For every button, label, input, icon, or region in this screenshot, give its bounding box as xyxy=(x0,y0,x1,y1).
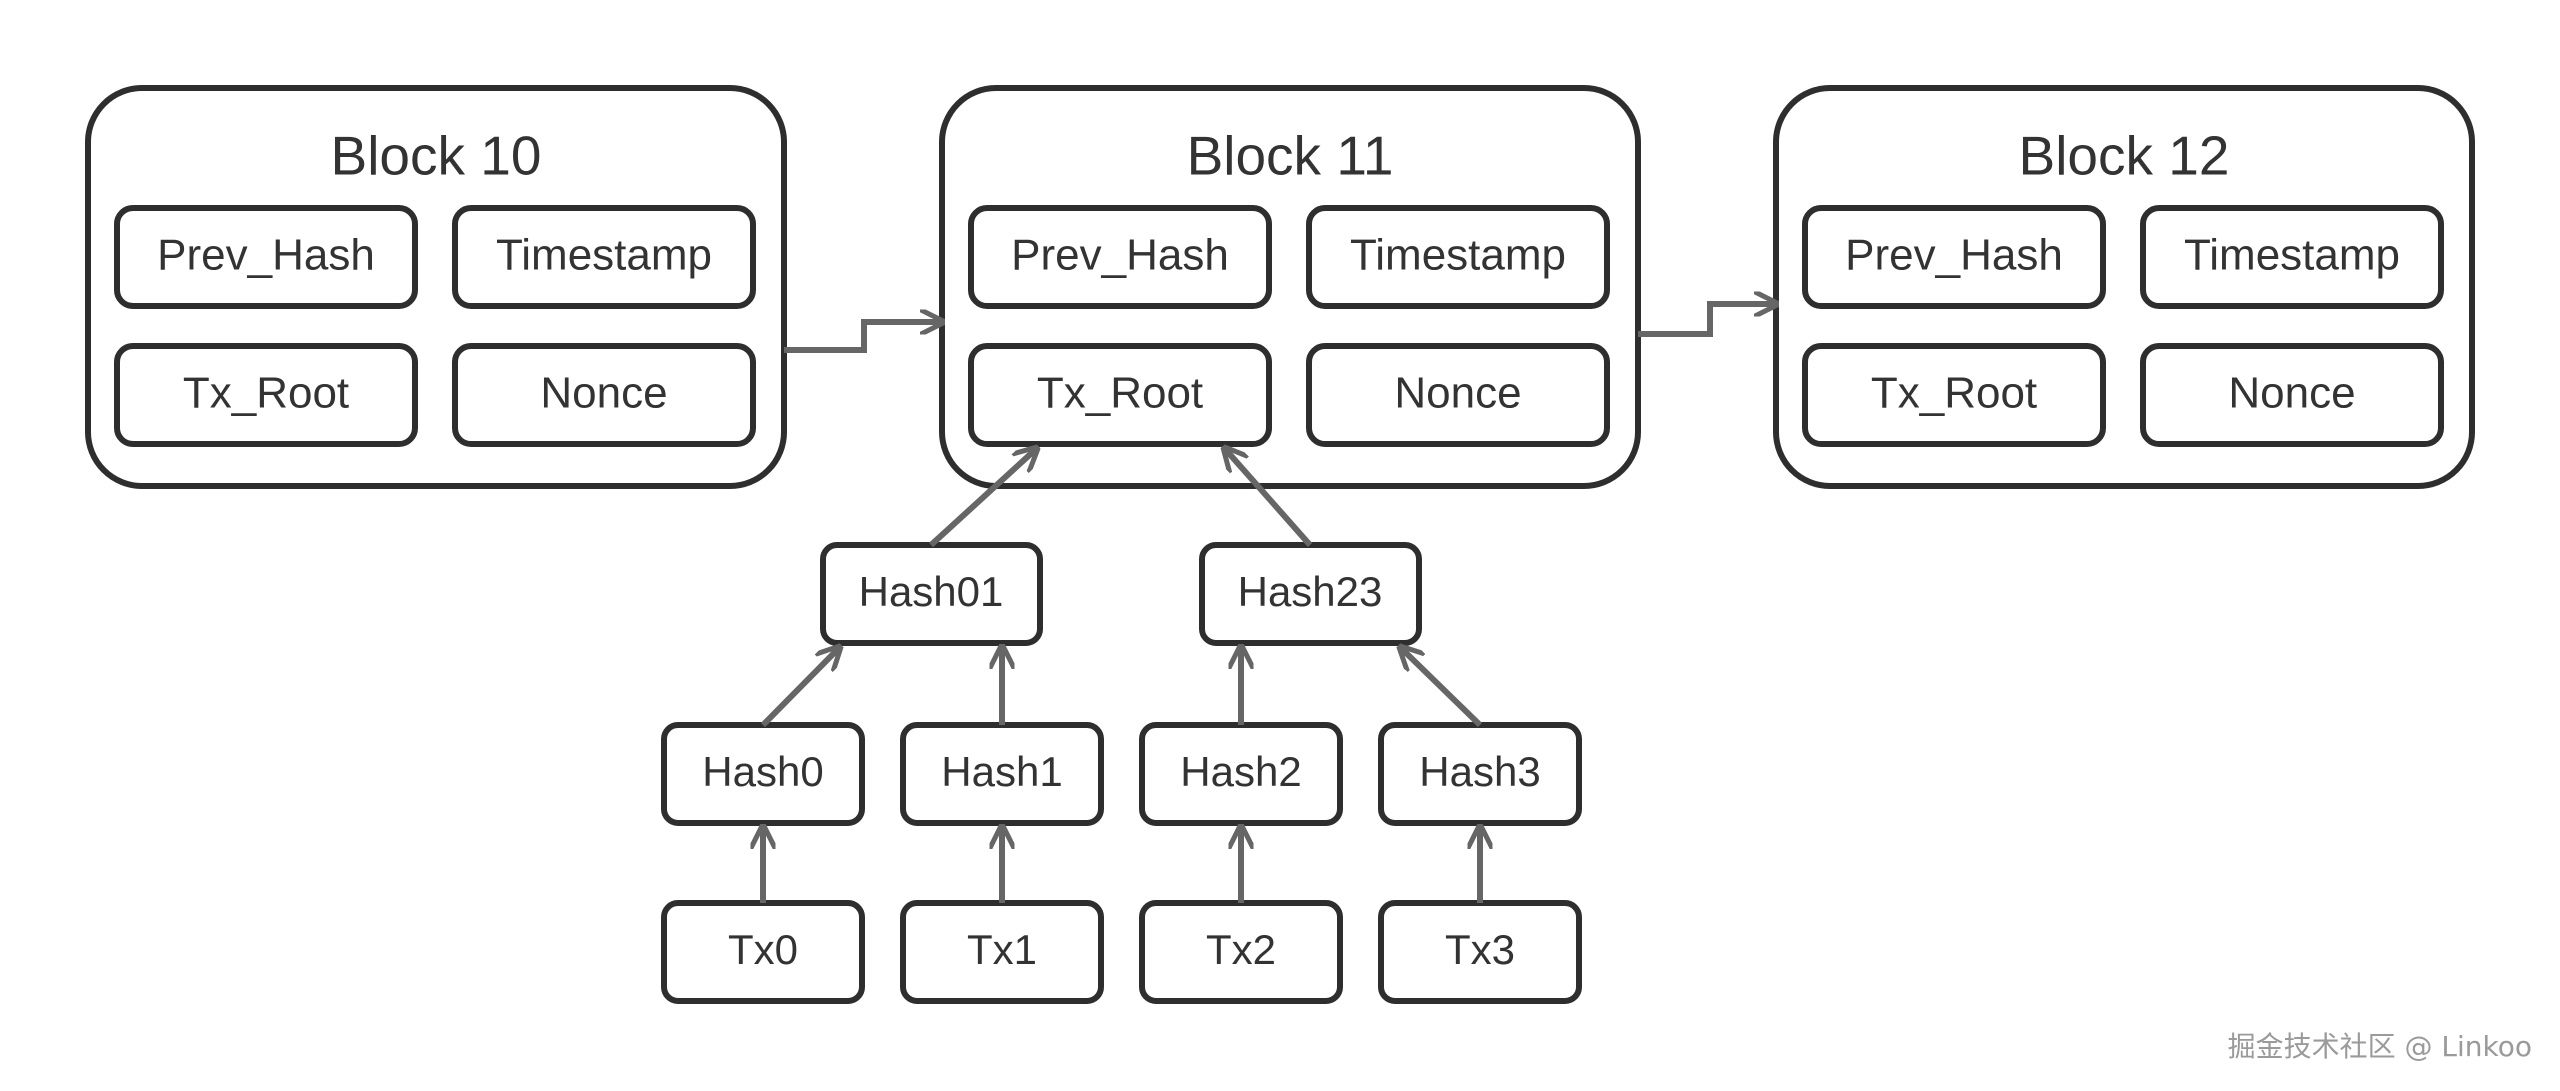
field-prev-hash: Prev_Hash xyxy=(968,205,1272,309)
field-tx-root-label: Tx_Root xyxy=(1037,369,1203,418)
block-12: Block 12 Prev_Hash Timestamp Tx_Root Non… xyxy=(1773,85,2475,489)
merkle-leaf-tx0: Tx0 xyxy=(661,900,865,1004)
watermark-text: 掘金技术社区 @ Linkoo xyxy=(2228,1030,2532,1063)
merkle-node-label: Hash2 xyxy=(1180,748,1301,795)
chain-arrow-block11-to-block12 xyxy=(1638,304,1774,337)
block-10: Block 10 Prev_Hash Timestamp Tx_Root Non… xyxy=(85,85,787,489)
field-nonce: Nonce xyxy=(1306,343,1610,447)
field-nonce-label: Nonce xyxy=(540,369,667,418)
merkle-node-hash0: Hash0 xyxy=(661,722,865,826)
field-prev-hash-label: Prev_Hash xyxy=(1011,231,1229,280)
field-timestamp-label: Timestamp xyxy=(496,231,712,280)
merkle-node-label: Hash23 xyxy=(1238,568,1383,615)
merkle-leaf-label: Tx2 xyxy=(1206,926,1276,973)
merkle-leaf-tx2: Tx2 xyxy=(1139,900,1343,1004)
field-tx-root-label: Tx_Root xyxy=(183,369,349,418)
merkle-node-label: Hash1 xyxy=(941,748,1062,795)
merkle-node-hash3: Hash3 xyxy=(1378,722,1582,826)
field-timestamp: Timestamp xyxy=(2140,205,2444,309)
merkle-node-label: Hash0 xyxy=(702,748,823,795)
arrow-hash23-to-tx-root xyxy=(1226,450,1313,547)
field-tx-root: Tx_Root xyxy=(114,343,418,447)
merkle-leaf-label: Tx1 xyxy=(967,926,1037,973)
field-nonce-label: Nonce xyxy=(2228,369,2355,418)
merkle-node-label: Hash3 xyxy=(1419,748,1540,795)
field-nonce: Nonce xyxy=(452,343,756,447)
arrow-hash0-to-hash01 xyxy=(760,649,838,728)
merkle-leaf-tx1: Tx1 xyxy=(900,900,1104,1004)
merkle-leaf-label: Tx0 xyxy=(728,926,798,973)
field-tx-root-label: Tx_Root xyxy=(1871,369,2037,418)
block-title: Block 12 xyxy=(2019,125,2230,187)
arrow-hash3-to-hash23 xyxy=(1402,649,1483,728)
merkle-node-hash2: Hash2 xyxy=(1139,722,1343,826)
field-prev-hash: Prev_Hash xyxy=(114,205,418,309)
field-timestamp-label: Timestamp xyxy=(1350,231,1566,280)
merkle-node-label: Hash01 xyxy=(859,568,1004,615)
block-11: Block 11 Prev_Hash Timestamp Tx_Root Non… xyxy=(939,85,1641,489)
arrow-hash01-to-tx-root xyxy=(928,450,1035,548)
field-timestamp-label: Timestamp xyxy=(2184,231,2400,280)
field-timestamp: Timestamp xyxy=(1306,205,1610,309)
field-tx-root: Tx_Root xyxy=(968,343,1272,447)
field-timestamp: Timestamp xyxy=(452,205,756,309)
merkle-node-hash23: Hash23 xyxy=(1199,542,1422,646)
block-title: Block 10 xyxy=(331,125,542,187)
merkle-node-hash1: Hash1 xyxy=(900,722,1104,826)
field-tx-root: Tx_Root xyxy=(1802,343,2106,447)
field-nonce-label: Nonce xyxy=(1394,369,1521,418)
merkle-arrows xyxy=(763,450,1480,903)
merkle-node-hash01: Hash01 xyxy=(820,542,1043,646)
field-prev-hash-label: Prev_Hash xyxy=(157,231,375,280)
block-title: Block 11 xyxy=(1187,125,1394,187)
merkle-leaf-tx3: Tx3 xyxy=(1378,900,1582,1004)
field-nonce: Nonce xyxy=(2140,343,2444,447)
field-prev-hash-label: Prev_Hash xyxy=(1845,231,2063,280)
field-prev-hash: Prev_Hash xyxy=(1802,205,2106,309)
chain-arrow-block10-to-block11 xyxy=(784,322,940,353)
merkle-leaf-label: Tx3 xyxy=(1445,926,1515,973)
